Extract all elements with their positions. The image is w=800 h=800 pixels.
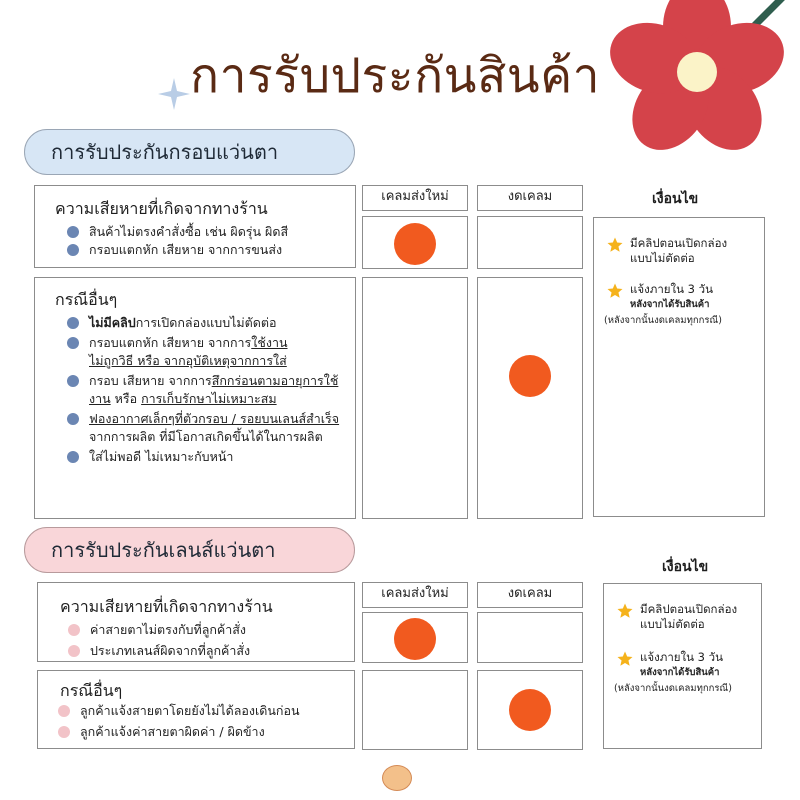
bullet-icon <box>68 645 80 657</box>
conditions-heading: เงื่อนไข <box>652 191 699 207</box>
no-claim-cell-other <box>477 277 583 519</box>
other-cases-box: กรณีอื่นๆ ลูกค้าแจ้งสายตาโดยยังไม่ได้ลอง… <box>37 670 355 749</box>
store-damage-title: ความเสียหายที่เกิดจากทางร้าน <box>60 597 273 616</box>
list-item: กรอบ เสียหาย จากการสึกกร่อนตามอายุการใช้… <box>67 372 351 408</box>
column-no-claim: งดเคลม <box>477 582 583 608</box>
lens-warranty-heading: การรับประกันเลนส์แว่นตา <box>24 527 355 573</box>
marker-dot <box>394 618 436 660</box>
column-claim-new: เคลมส่งใหม่ <box>362 185 468 211</box>
store-damage-box: ความเสียหายที่เกิดจากทางร้าน สินค้าไม่ตร… <box>34 185 356 268</box>
list-item: ลูกค้าแจ้งค่าสายตาผิดค่า / ผิดข้าง <box>58 723 354 741</box>
sparkle-icon <box>158 78 190 110</box>
column-no-claim: งดเคลม <box>477 185 583 211</box>
condition-notify: แจ้งภายใน 3 วัน หลังจากได้รับสินค้า <box>616 650 723 680</box>
no-claim-cell-other <box>477 670 583 750</box>
condition-note: (หลังจากนั้นงดเคลมทุกกรณี) <box>614 683 732 694</box>
list-item: ใส่ไม่พอดี ไม่เหมาะกับหน้า <box>67 448 351 466</box>
condition-note: (หลังจากนั้นงดเคลมทุกกรณี) <box>604 315 722 326</box>
bullet-icon <box>67 413 79 425</box>
no-claim-cell-store <box>477 216 583 269</box>
conditions-heading: เงื่อนไข <box>662 559 709 575</box>
shop-logo-icon <box>382 765 412 791</box>
list-item: ฟองอากาศเล็กๆที่ตัวกรอบ / รอยบนเลนส์สำเร… <box>67 410 351 446</box>
marker-dot <box>509 689 551 731</box>
bullet-icon <box>58 726 70 738</box>
bullet-icon <box>67 244 79 256</box>
other-cases-box: กรณีอื่นๆ ไม่มีคลิปการเปิดกล่องแบบไม่ตัด… <box>34 277 356 519</box>
other-cases-title: กรณีอื่นๆ <box>60 681 123 700</box>
frames-warranty-heading: การรับประกันกรอบแว่นตา <box>24 129 355 175</box>
marker-dot <box>394 223 436 265</box>
bullet-icon <box>58 705 70 717</box>
list-item: ไม่มีคลิปการเปิดกล่องแบบไม่ตัดต่อ <box>67 314 351 332</box>
star-icon <box>617 603 633 618</box>
list-item: ประเภทเลนส์ผิดจากที่ลูกค้าสั่ง <box>68 642 348 660</box>
list-item: สินค้าไม่ตรงคำสั่งซื้อ เช่น ผิดรุ่น ผิดส… <box>67 223 357 241</box>
store-damage-box: ความเสียหายที่เกิดจากทางร้าน ค่าสายตาไม่… <box>37 582 355 662</box>
bullet-icon <box>67 226 79 238</box>
marker-dot <box>509 355 551 397</box>
bullet-icon <box>67 337 79 349</box>
list-item: ค่าสายตาไม่ตรงกับที่ลูกค้าสั่ง <box>68 621 348 639</box>
flower-decoration <box>610 0 785 150</box>
bullet-icon <box>67 317 79 329</box>
list-item: กรอบแตกหัก เสียหาย จากการขนส่ง <box>67 241 357 259</box>
bullet-icon <box>67 375 79 387</box>
conditions-box: มีคลิปตอนเปิดกล่อง แบบไม่ตัดต่อ แจ้งภายใ… <box>593 217 765 517</box>
condition-clip: มีคลิปตอนเปิดกล่อง แบบไม่ตัดต่อ <box>616 602 737 632</box>
page-title: การรับประกันสินค้า <box>190 48 601 104</box>
claim-new-cell-other <box>362 670 468 750</box>
no-claim-cell-store <box>477 612 583 663</box>
condition-clip: มีคลิปตอนเปิดกล่อง แบบไม่ตัดต่อ <box>606 236 727 266</box>
claim-new-cell-other <box>362 277 468 519</box>
conditions-box: มีคลิปตอนเปิดกล่อง แบบไม่ตัดต่อ แจ้งภายใ… <box>603 583 762 749</box>
star-icon <box>607 283 623 298</box>
bullet-icon <box>67 451 79 463</box>
claim-new-cell-store <box>362 612 468 663</box>
star-icon <box>607 237 623 252</box>
list-item: ลูกค้าแจ้งสายตาโดยยังไม่ได้ลองเดินก่อน <box>58 702 354 720</box>
other-cases-title: กรณีอื่นๆ <box>55 290 118 309</box>
bullet-icon <box>68 624 80 636</box>
condition-notify: แจ้งภายใน 3 วัน หลังจากได้รับสินค้า <box>606 282 713 312</box>
store-damage-title: ความเสียหายที่เกิดจากทางร้าน <box>55 199 268 218</box>
star-icon <box>617 651 633 666</box>
column-claim-new: เคลมส่งใหม่ <box>362 582 468 608</box>
list-item: กรอบแตกหัก เสียหาย จากการใช้งานไม่ถูกวิธ… <box>67 334 351 370</box>
claim-new-cell-store <box>362 216 468 269</box>
